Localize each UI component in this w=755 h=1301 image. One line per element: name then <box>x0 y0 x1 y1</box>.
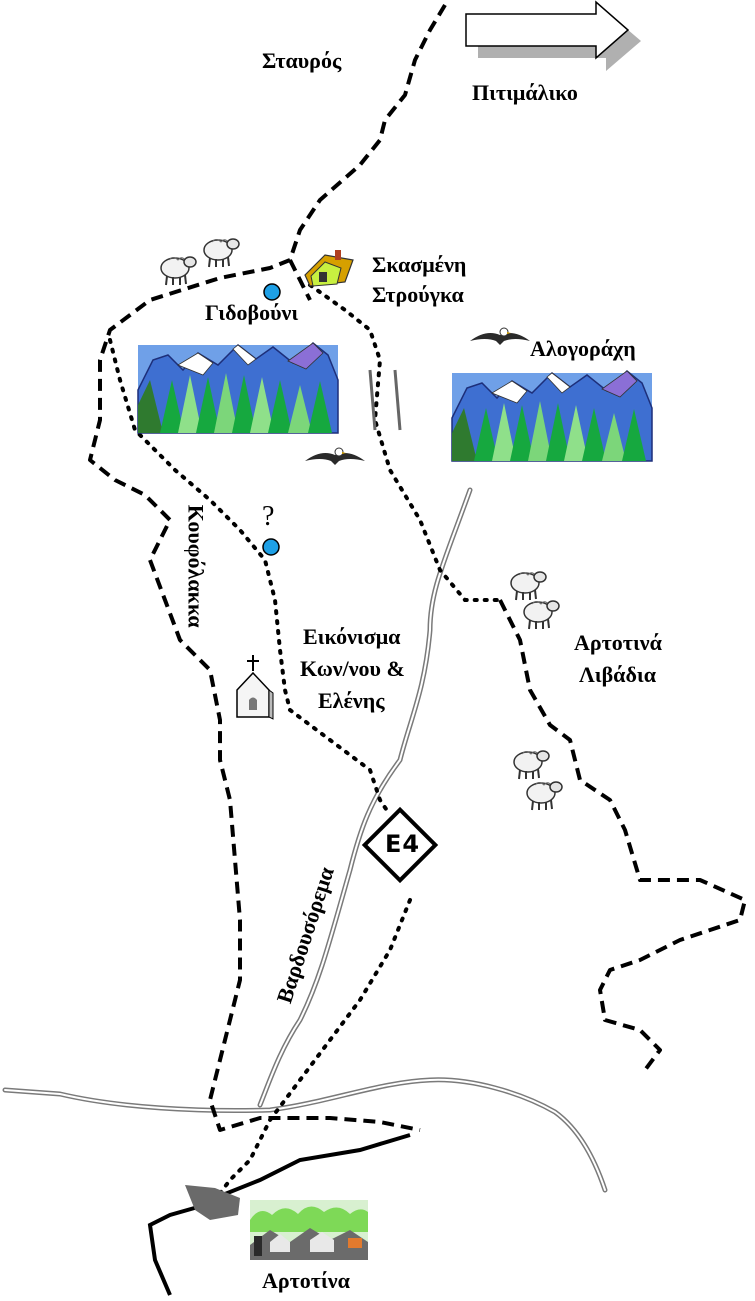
label-stavros: Σταυρός <box>262 48 342 73</box>
mountain-forest-icon <box>137 342 339 434</box>
water-point-icon <box>263 283 281 301</box>
label-artotina: Αρτοτίνα <box>262 1268 350 1293</box>
label-gidovouni: Γιδοβούνι <box>205 300 299 325</box>
chapel-icon <box>236 655 274 720</box>
e4-sign-icon <box>361 806 439 884</box>
arrow-right-icon <box>465 0 641 71</box>
sheep-icon <box>526 781 563 811</box>
eagle-icon <box>469 327 531 346</box>
village-icon <box>250 1200 368 1260</box>
sheep-icon <box>203 238 240 268</box>
mountain-forest-icon <box>451 370 653 462</box>
label-pitimaliko: Πιτιμάλικο <box>472 80 578 105</box>
label-e4: E4 <box>385 830 421 858</box>
label-eikonisma-line2: Κων/νου & <box>300 656 405 681</box>
label-eikonisma-line1: Εικόνισμα <box>303 624 401 649</box>
label-alogoraxi: Αλογοράχη <box>530 336 636 361</box>
eagle-icon <box>304 447 366 466</box>
label-question: ? <box>262 501 275 532</box>
label-skasmeni-line1: Σκασμένη <box>372 252 467 277</box>
sheep-icon <box>523 600 560 630</box>
label-eikonisma-line3: Ελένης <box>318 688 385 713</box>
label-skasmeni-line2: Στρούγκα <box>372 282 464 307</box>
label-artotina-livadia-line1: Αρτοτινά <box>574 630 662 655</box>
label-artotina-livadia-line2: Λιβάδια <box>579 662 656 687</box>
label-koufolakka: Κουφόλακκα <box>183 504 209 628</box>
sheep-icon <box>513 750 550 780</box>
hut-icon <box>304 250 354 287</box>
sheep-icon <box>160 256 197 286</box>
sheep-icon <box>510 571 547 601</box>
water-point-icon <box>262 538 280 556</box>
lake-shape <box>185 1185 240 1220</box>
